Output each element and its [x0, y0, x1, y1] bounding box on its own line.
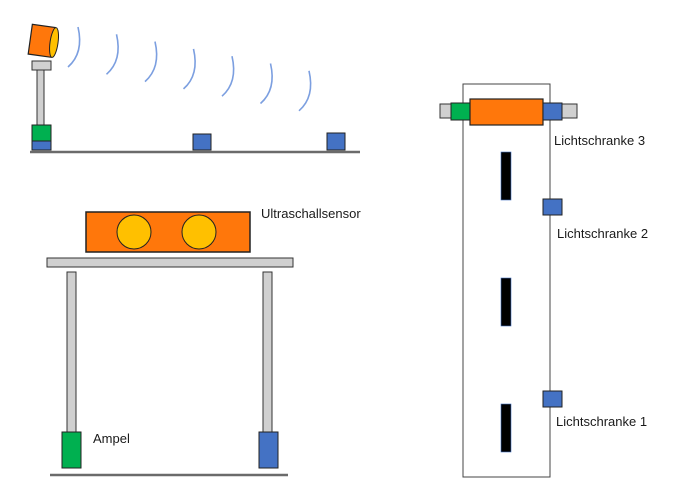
traffic-light [450, 102, 471, 121]
light-barrier-box [258, 431, 279, 469]
front-view: Ultraschallsensor Ampel [46, 206, 361, 477]
light-barrier-2-label: Lichtschranke 2 [557, 226, 648, 241]
vehicle [500, 151, 512, 201]
ultrasonic-wave [298, 70, 312, 112]
ultrasonic-sensor-label: Ultraschallsensor [261, 206, 361, 221]
ultrasonic-wave [259, 63, 273, 105]
light-barrier-base [31, 140, 52, 151]
ultrasonic-waves [67, 26, 312, 112]
gantry-pole-left [66, 271, 77, 433]
light-barrier-box [192, 133, 212, 151]
tilted-ultrasonic-sensor [27, 23, 60, 58]
light-barrier-1 [542, 390, 563, 408]
light-barrier-2 [542, 198, 563, 216]
ultrasonic-wave [221, 56, 235, 97]
light-barrier-1-label: Lichtschranke 1 [556, 414, 647, 429]
top-view: Lichtschranke 3 Lichtschranke 2 Lichtsch… [439, 83, 648, 478]
ultrasonic-wave [182, 48, 196, 90]
side-view [27, 23, 360, 154]
ultrasonic-wave [144, 41, 158, 83]
light-barrier-3-label: Lichtschranke 3 [554, 133, 645, 148]
sensor-face [49, 27, 60, 58]
pole-cap-right [561, 103, 578, 119]
vehicle [500, 277, 512, 327]
traffic-light-green [31, 124, 52, 142]
pole-cap-left [439, 103, 453, 119]
sensor-transducer-left [116, 214, 152, 250]
sensor-transducer-right [181, 214, 217, 250]
traffic-light [61, 431, 82, 469]
ultrasonic-sensor-body [469, 98, 544, 126]
traffic-light-label: Ampel [93, 431, 130, 446]
pole-cap [31, 60, 52, 71]
light-barrier-box [326, 132, 346, 151]
ultrasonic-sensor-body [85, 211, 251, 253]
ultrasonic-wave [105, 34, 119, 75]
light-barrier-3 [542, 102, 563, 121]
vehicle [500, 403, 512, 453]
ultrasonic-wave [67, 26, 81, 68]
gantry-pole-right [262, 271, 273, 433]
pole [36, 69, 45, 127]
gantry-beam [46, 257, 294, 268]
